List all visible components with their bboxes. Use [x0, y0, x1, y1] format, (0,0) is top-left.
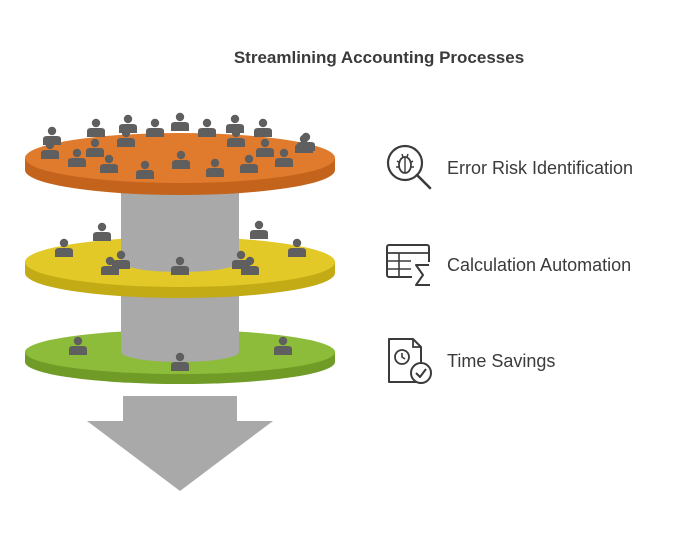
- label-row-error-risk: Error Risk Identification: [385, 143, 633, 193]
- person-icon: [171, 112, 189, 131]
- person-icon: [172, 150, 190, 169]
- label-time-savings: Time Savings: [447, 350, 556, 371]
- label-error-risk: Error Risk Identification: [447, 157, 634, 178]
- core-cylinder-upper: [121, 190, 239, 272]
- person-icon: [100, 154, 118, 173]
- person-icon: [198, 118, 216, 137]
- person-icon: [87, 118, 105, 137]
- person-icon: [240, 154, 258, 173]
- person-icon: [136, 160, 154, 179]
- spreadsheet-sum-icon: [386, 244, 432, 288]
- label-row-time-savings: Time Savings: [385, 336, 555, 386]
- person-icon: [254, 118, 272, 137]
- person-icon: [241, 256, 259, 275]
- person-icon: [69, 336, 87, 355]
- down-arrow: [87, 396, 273, 491]
- person-icon: [101, 256, 119, 275]
- person-icon: [227, 128, 245, 147]
- person-icon: [117, 128, 135, 147]
- person-icon: [171, 352, 189, 371]
- document-clock-check-icon: [388, 338, 432, 384]
- bug-magnifier-icon: [386, 144, 432, 190]
- label-calculation: Calculation Automation: [447, 254, 632, 275]
- person-icon: [93, 222, 111, 241]
- person-icon: [41, 140, 59, 159]
- person-icon: [275, 148, 293, 167]
- person-icon: [86, 138, 104, 157]
- person-icon: [55, 238, 73, 257]
- diagram-title: Streamlining Accounting Processes: [233, 48, 525, 67]
- label-row-calculation: Calculation Automation: [385, 240, 631, 290]
- person-icon: [171, 256, 189, 275]
- person-icon: [68, 148, 86, 167]
- person-icon: [250, 220, 268, 239]
- person-icon: [206, 158, 224, 177]
- person-icon: [274, 336, 292, 355]
- person-icon: [256, 138, 274, 157]
- person-icon: [146, 118, 164, 137]
- person-icon: [288, 238, 306, 257]
- people-group: [41, 112, 315, 371]
- core-cylinder-lower: [121, 290, 239, 362]
- person-icon: [295, 134, 313, 153]
